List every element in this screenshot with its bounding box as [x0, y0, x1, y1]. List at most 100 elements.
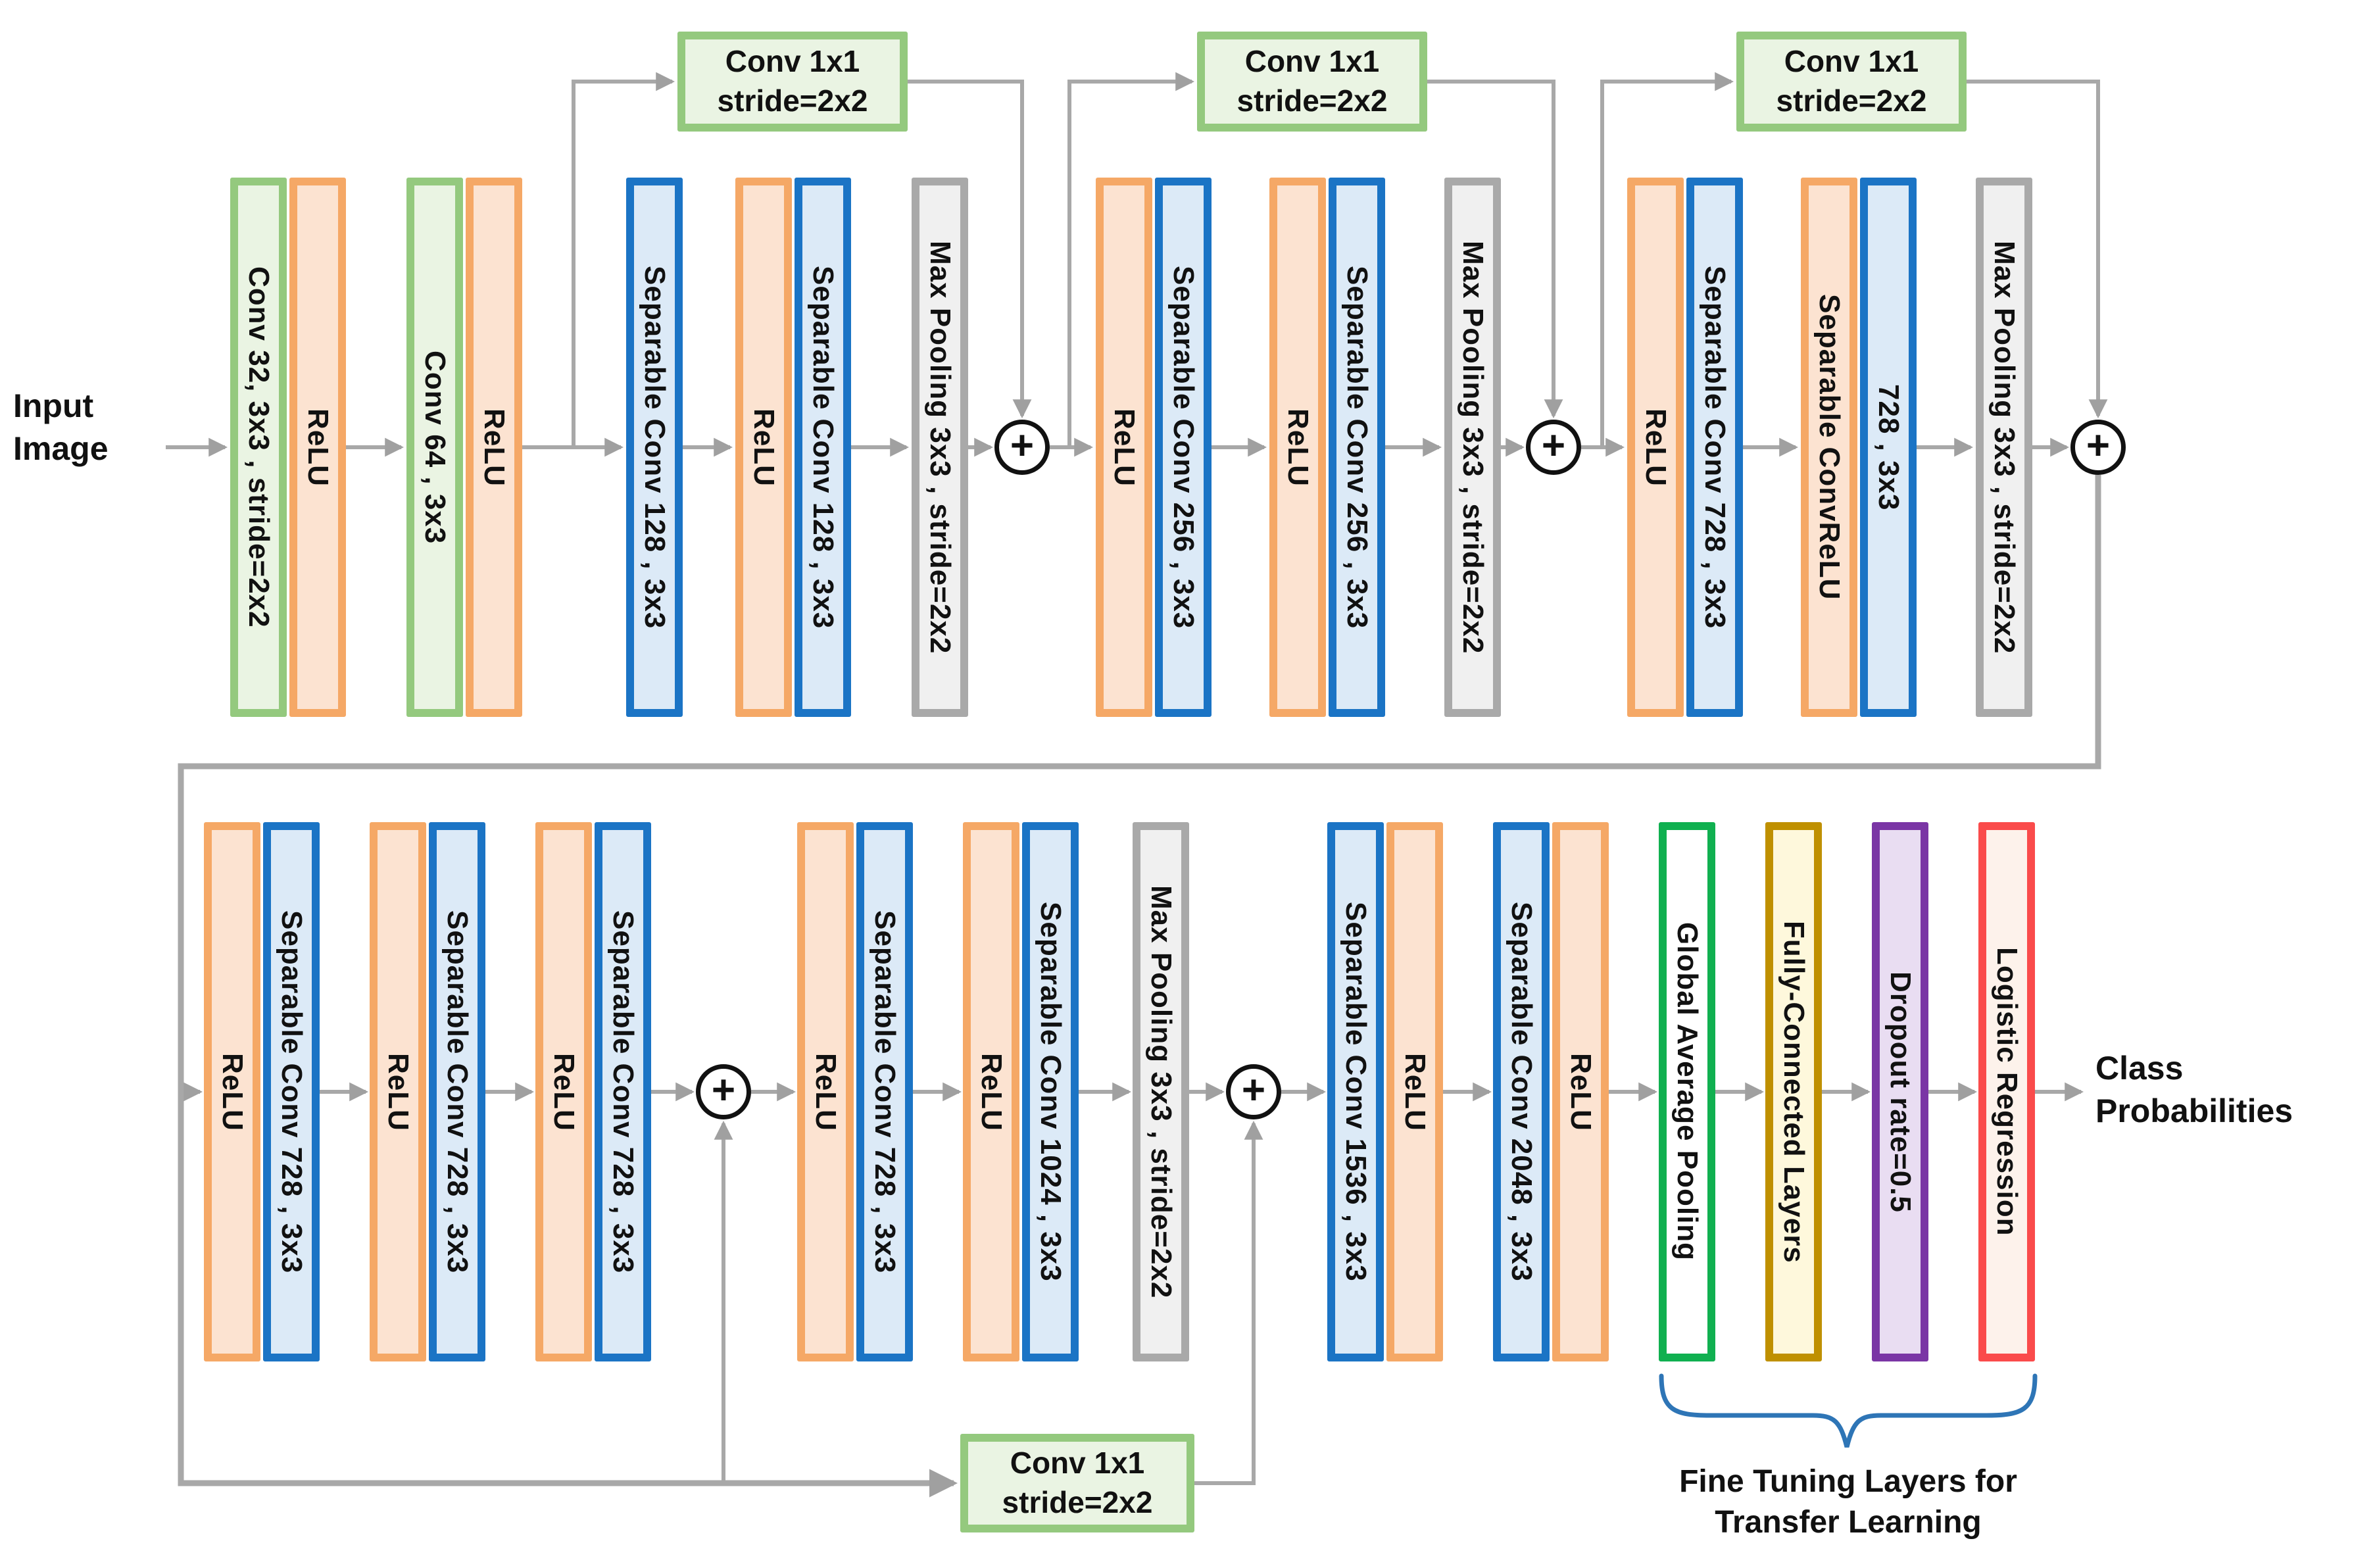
- fine-tuning-line1: Fine Tuning Layers for: [1679, 1464, 2017, 1499]
- layer2-relu-4: ReLU: [797, 822, 854, 1361]
- layer-relu-3-label: ReLU: [748, 408, 780, 487]
- layer-relu-5-label: ReLU: [1282, 408, 1314, 487]
- layer-relu-6-label: ReLU: [1640, 408, 1672, 487]
- layer-sepconv728-r1-label: Separable Conv 728 , 3x3: [1699, 265, 1731, 629]
- layer-maxpool-2: Max Pooling 3x3 , stride=2x2: [1444, 178, 1501, 717]
- layer-relu-6: ReLU: [1627, 178, 1684, 717]
- add-node-2: +: [1526, 420, 1581, 475]
- layer2-relu-6: ReLU: [1386, 822, 1443, 1361]
- input-image-line2: Image: [13, 430, 109, 467]
- layer2-maxpool: Max Pooling 3x3 , stride=2x2: [1133, 822, 1189, 1361]
- skip-conv1x1-bottom-line2: stride=2x2: [1002, 1485, 1153, 1519]
- layer2-relu-3-label: ReLU: [548, 1052, 580, 1131]
- row1-flow-arrows: [166, 72, 2108, 457]
- add-icon: +: [1541, 423, 1566, 468]
- skip-conv1x1-box-1-line1: Conv 1x1: [725, 44, 860, 79]
- layer-maxpool-3: Max Pooling 3x3 , stride=2x2: [1976, 178, 2032, 717]
- layer2-dropout-label: Dropout rate=0.5: [1884, 971, 1917, 1213]
- layer-conv32: Conv 32, 3x3 , stride=2x2: [230, 178, 287, 717]
- add-node-4: +: [696, 1064, 751, 1119]
- layer-sepconv256-b-label: Separable Conv 256 , 3x3: [1341, 265, 1373, 629]
- layer-sepconvrelu: Separable ConvReLU: [1801, 178, 1857, 717]
- layer2-fully-connected: Fully-Connected Layers: [1765, 822, 1822, 1361]
- layer-relu-1: ReLU: [289, 178, 346, 717]
- skip-conv1x1-box-2-line1: Conv 1x1: [1244, 44, 1380, 79]
- layer-sepconv256-a: Separable Conv 256 , 3x3: [1155, 178, 1212, 717]
- layer-maxpool-1: Max Pooling 3x3 , stride=2x2: [912, 178, 968, 717]
- layer2-relu-7-label: ReLU: [1565, 1052, 1597, 1131]
- add-icon: +: [1241, 1067, 1266, 1113]
- add-icon: +: [711, 1067, 736, 1113]
- layer-conv32-label: Conv 32, 3x3 , stride=2x2: [243, 266, 275, 628]
- input-image-line1: Input: [13, 387, 94, 424]
- layer-maxpool-3-label: Max Pooling 3x3 , stride=2x2: [1988, 240, 2020, 654]
- skip-conv1x1-box-2: Conv 1x1 stride=2x2: [1197, 32, 1427, 132]
- layer2-global-average-pooling-label: Global Average Pooling: [1671, 922, 1703, 1262]
- skip-conv1x1-box-2-line2: stride=2x2: [1236, 84, 1388, 118]
- add-node-3: +: [2070, 420, 2126, 475]
- layer2-global-average-pooling: Global Average Pooling: [1659, 822, 1715, 1361]
- layer2-logistic-regression-label: Logistic Regression: [1991, 947, 2023, 1237]
- layer-maxpool-1-label: Max Pooling 3x3 , stride=2x2: [924, 240, 956, 654]
- layer2-sepconv1536-label: Separable Conv 1536 , 3x3: [1340, 902, 1372, 1282]
- fine-tuning-brace: [1659, 1373, 2038, 1448]
- layer2-relu-3: ReLU: [535, 822, 592, 1361]
- row2-flow-arrows: [181, 1082, 2084, 1485]
- layer2-sepconv1024-label: Separable Conv 1024 , 3x3: [1035, 902, 1067, 1282]
- skip-conv1x1-bottom-line1: Conv 1x1: [1010, 1446, 1145, 1481]
- skip-conv1x1-box-3-line2: stride=2x2: [1776, 84, 1927, 118]
- add-icon: +: [1010, 423, 1035, 468]
- skip-conv1x1-box-3: Conv 1x1 stride=2x2: [1736, 32, 1967, 132]
- layer2-relu-1: ReLU: [204, 822, 260, 1361]
- layer2-sepconv728-c-label: Separable Conv 728 , 3x3: [607, 910, 639, 1274]
- layer2-sepconv728-d-label: Separable Conv 728 , 3x3: [869, 910, 901, 1274]
- layer-728-3x3-label: 728 , 3x3: [1873, 383, 1905, 511]
- class-probabilities-line1: Class: [2095, 1050, 2184, 1087]
- class-probabilities-label: Class Probabilities: [2095, 1047, 2372, 1133]
- layer2-sepconv728-b: Separable Conv 728 , 3x3: [429, 822, 485, 1361]
- layer-maxpool-2-label: Max Pooling 3x3 , stride=2x2: [1457, 240, 1489, 654]
- layer2-relu-1-label: ReLU: [216, 1052, 249, 1131]
- layer-sepconv128-a-label: Separable Conv 128 , 3x3: [639, 265, 671, 629]
- layer-sepconv256-a-label: Separable Conv 256 , 3x3: [1167, 265, 1200, 629]
- layer2-sepconv728-b-label: Separable Conv 728 , 3x3: [441, 910, 474, 1274]
- layer-sepconv128-b-label: Separable Conv 128 , 3x3: [807, 265, 839, 629]
- layer2-relu-7: ReLU: [1552, 822, 1609, 1361]
- skip-conv1x1-box-1-line2: stride=2x2: [717, 84, 868, 118]
- layer2-relu-5: ReLU: [963, 822, 1019, 1361]
- layer-sepconv728-r1: Separable Conv 728 , 3x3: [1686, 178, 1743, 717]
- layer2-logistic-regression: Logistic Regression: [1978, 822, 2035, 1361]
- layer2-sepconv2048: Separable Conv 2048 , 3x3: [1493, 822, 1550, 1361]
- layer2-sepconv728-c: Separable Conv 728 , 3x3: [595, 822, 651, 1361]
- layer-sepconvrelu-label: Separable ConvReLU: [1813, 294, 1846, 600]
- skip-conv1x1-box-1: Conv 1x1 stride=2x2: [677, 32, 908, 132]
- layer2-dropout: Dropout rate=0.5: [1872, 822, 1928, 1361]
- layer2-sepconv1536: Separable Conv 1536 , 3x3: [1327, 822, 1384, 1361]
- layer2-maxpool-label: Max Pooling 3x3 , stride=2x2: [1145, 885, 1177, 1299]
- layer2-fully-connected-label: Fully-Connected Layers: [1778, 920, 1810, 1263]
- row-transfer-rail: [178, 475, 2101, 1498]
- layer-relu-4: ReLU: [1096, 178, 1152, 717]
- layer-relu-1-label: ReLU: [302, 408, 334, 487]
- layer-relu-2: ReLU: [466, 178, 522, 717]
- layer-conv64: Conv 64 , 3x3: [406, 178, 463, 717]
- skip-conv1x1-box-bottom: Conv 1x1 stride=2x2: [960, 1434, 1194, 1532]
- add-node-1: +: [994, 420, 1050, 475]
- layer2-relu-5-label: ReLU: [975, 1052, 1008, 1131]
- layer-relu-3: ReLU: [735, 178, 792, 717]
- layer-relu-2-label: ReLU: [478, 408, 510, 487]
- fine-tuning-annotation: Fine Tuning Layers for Transfer Learning: [1618, 1461, 2078, 1544]
- layer-sepconv256-b: Separable Conv 256 , 3x3: [1329, 178, 1385, 717]
- layer-sepconv128-b: Separable Conv 128 , 3x3: [795, 178, 851, 717]
- add-node-5: +: [1226, 1064, 1281, 1119]
- class-probabilities-line2: Probabilities: [2095, 1092, 2293, 1129]
- layer2-sepconv728-d: Separable Conv 728 , 3x3: [856, 822, 913, 1361]
- fine-tuning-line2: Transfer Learning: [1715, 1505, 1982, 1540]
- layer2-sepconv728-a: Separable Conv 728 , 3x3: [263, 822, 320, 1361]
- layer-relu-5: ReLU: [1269, 178, 1326, 717]
- layer2-relu-4-label: ReLU: [810, 1052, 842, 1131]
- layer-728-3x3: 728 , 3x3: [1860, 178, 1917, 717]
- layer2-relu-2-label: ReLU: [382, 1052, 414, 1131]
